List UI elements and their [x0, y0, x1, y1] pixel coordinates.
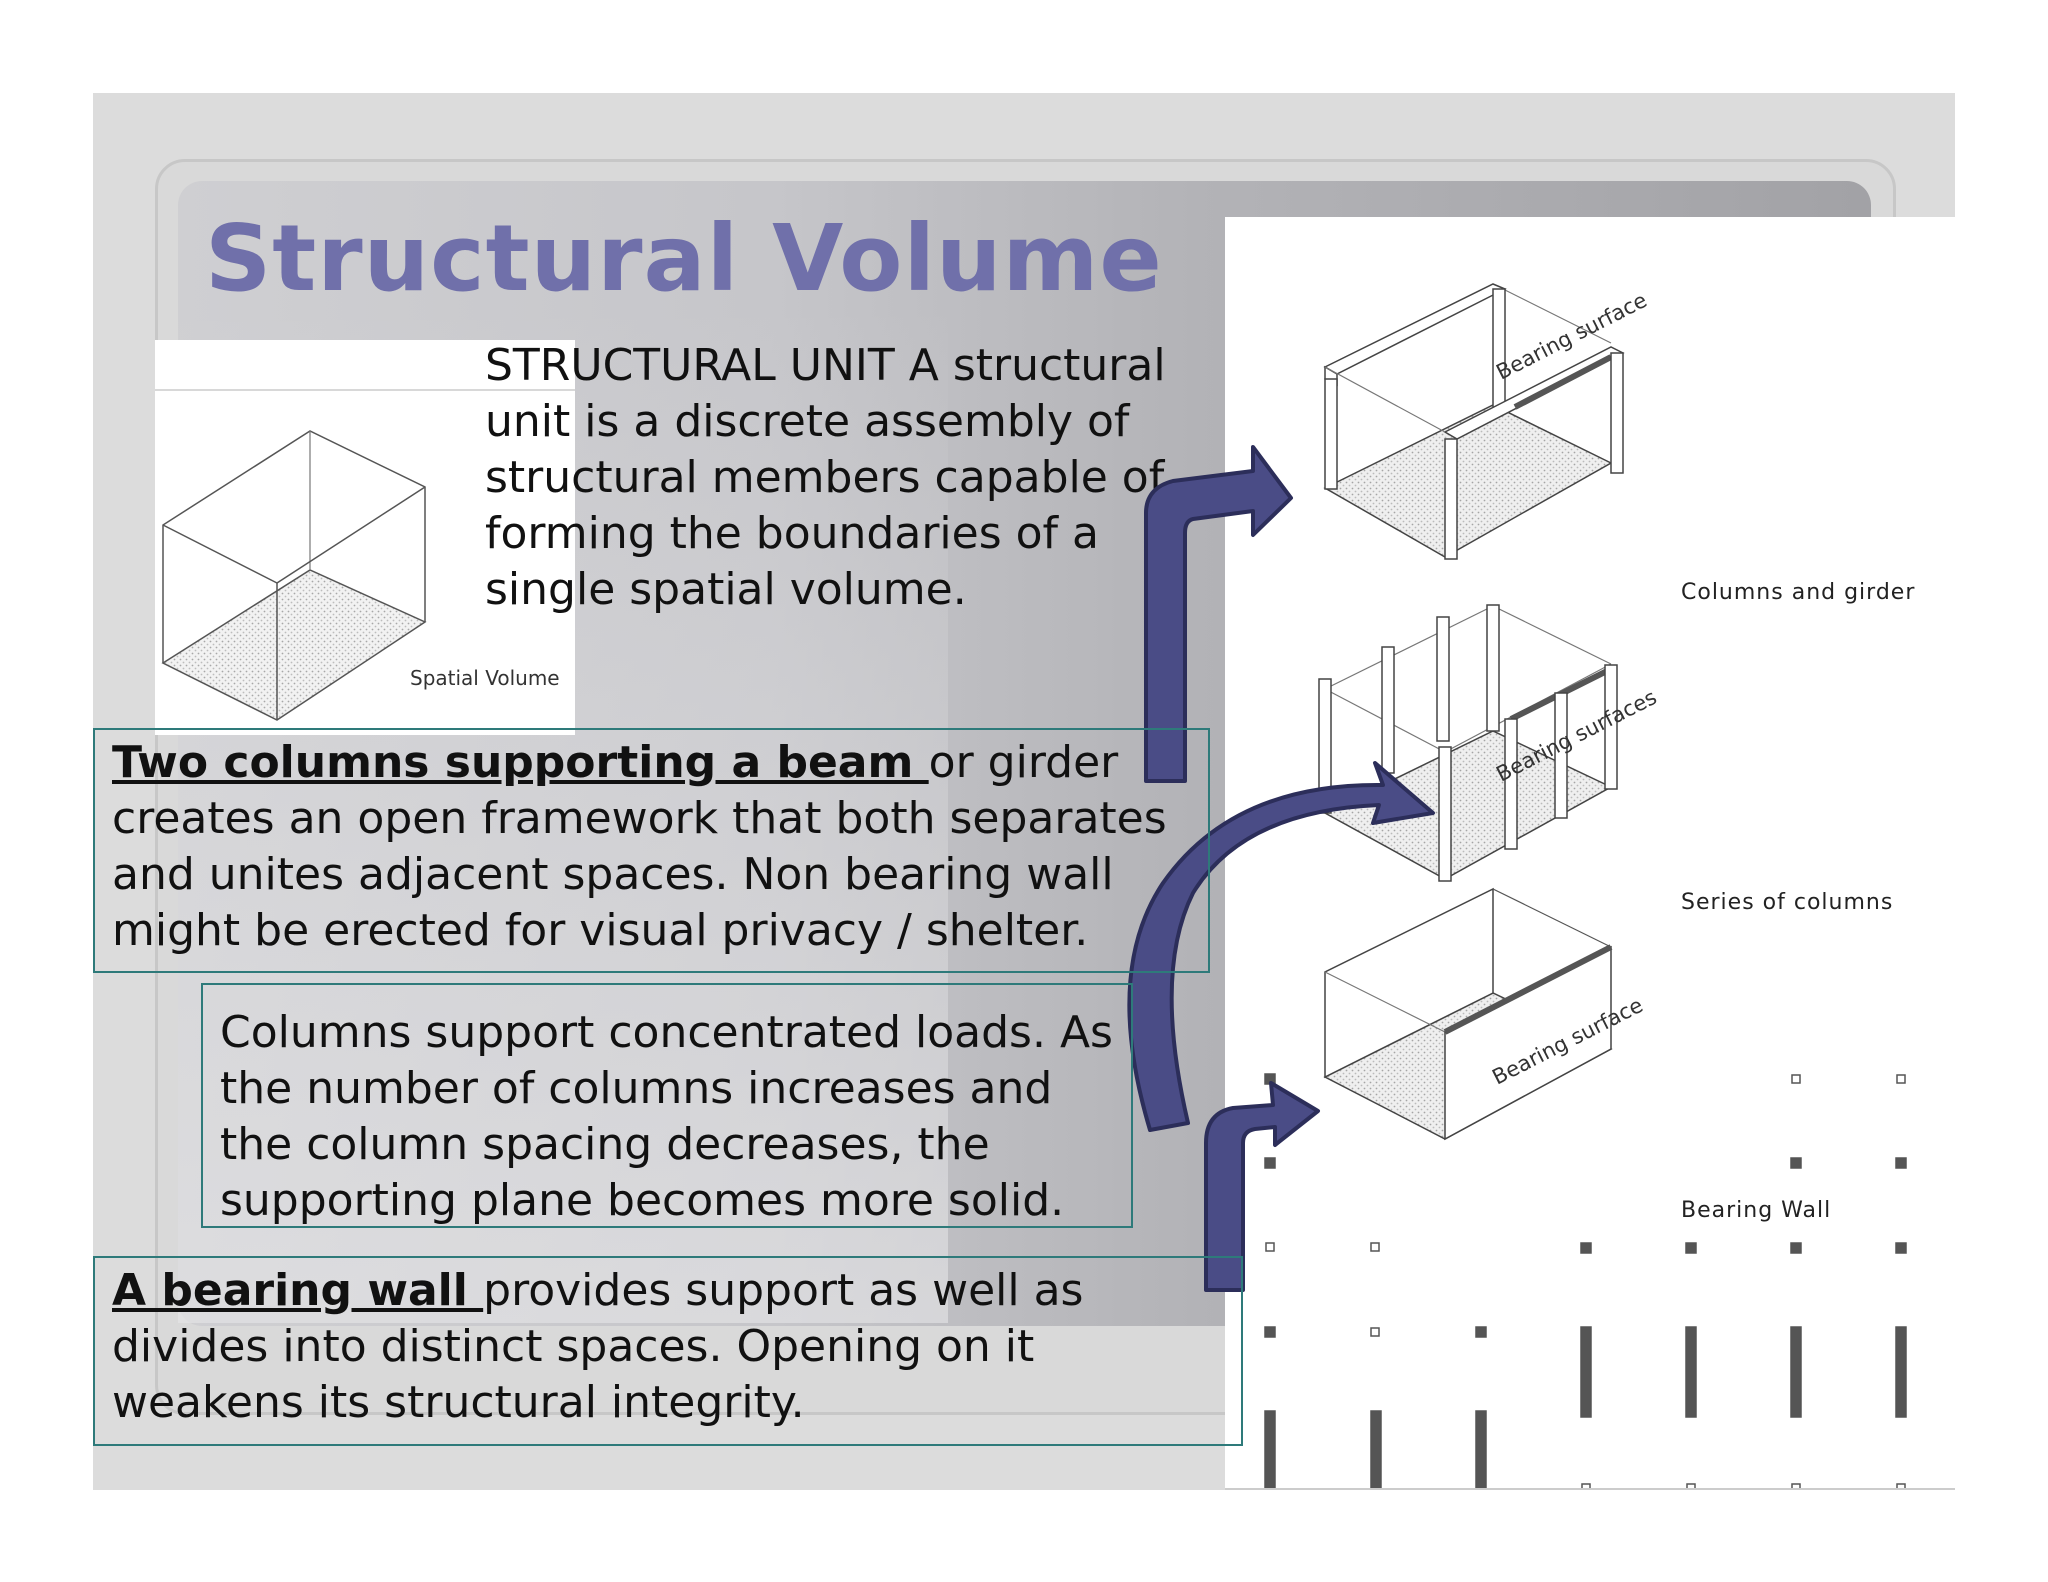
- slide-title: Structural Volume: [205, 205, 1163, 312]
- structure-diagrams-svg: Bearing surface Columns and girder B: [1225, 283, 1955, 1490]
- wall-text-box: [93, 1256, 1243, 1446]
- spatial-volume-label: Spatial Volume: [410, 666, 560, 690]
- structure-diagrams: Bearing surface Columns and girder B: [1225, 217, 1955, 1490]
- intro-text: STRUCTURAL UNIT A structural unit is a d…: [485, 340, 1166, 615]
- beam-rest: or girder creates an open framework that…: [112, 737, 1167, 956]
- slide: Structural Volume Spatial Volume STRUCTU…: [93, 93, 1955, 1490]
- wall-rest: provides support as well as divides into…: [112, 1265, 1084, 1428]
- columns-paragraph: Columns support concentrated loads. As t…: [220, 1005, 1120, 1229]
- spatial-volume-figure: Spatial Volume: [155, 340, 575, 735]
- series-of-columns-label: Series of columns: [1681, 890, 1893, 915]
- plan-symbols: [1264, 1073, 1907, 1490]
- series-of-columns-figure: Bearing surfaces Series of columns: [1318, 604, 1893, 915]
- wall-bold: A bearing wall: [112, 1265, 484, 1316]
- beam-bold: Two columns supporting a beam: [112, 737, 929, 788]
- bearing-wall-figure: Bearing surface Bearing surface Bearing …: [1323, 887, 1831, 1223]
- beam-paragraph: Two columns supporting a beam or girder …: [112, 735, 1212, 959]
- beam-text-box: [93, 728, 1210, 973]
- columns-and-girder-figure: Bearing surface Columns and girder: [1323, 283, 1915, 605]
- columns-and-girder-label: Columns and girder: [1681, 580, 1915, 605]
- spatial-volume-drawing: Spatial Volume: [155, 389, 575, 721]
- bearing-wall-label: Bearing Wall: [1681, 1198, 1831, 1223]
- wall-paragraph: A bearing wall provides support as well …: [112, 1263, 1212, 1431]
- columns-text-box: [201, 983, 1133, 1228]
- columns-rest: Columns support concentrated loads. As t…: [220, 1007, 1113, 1226]
